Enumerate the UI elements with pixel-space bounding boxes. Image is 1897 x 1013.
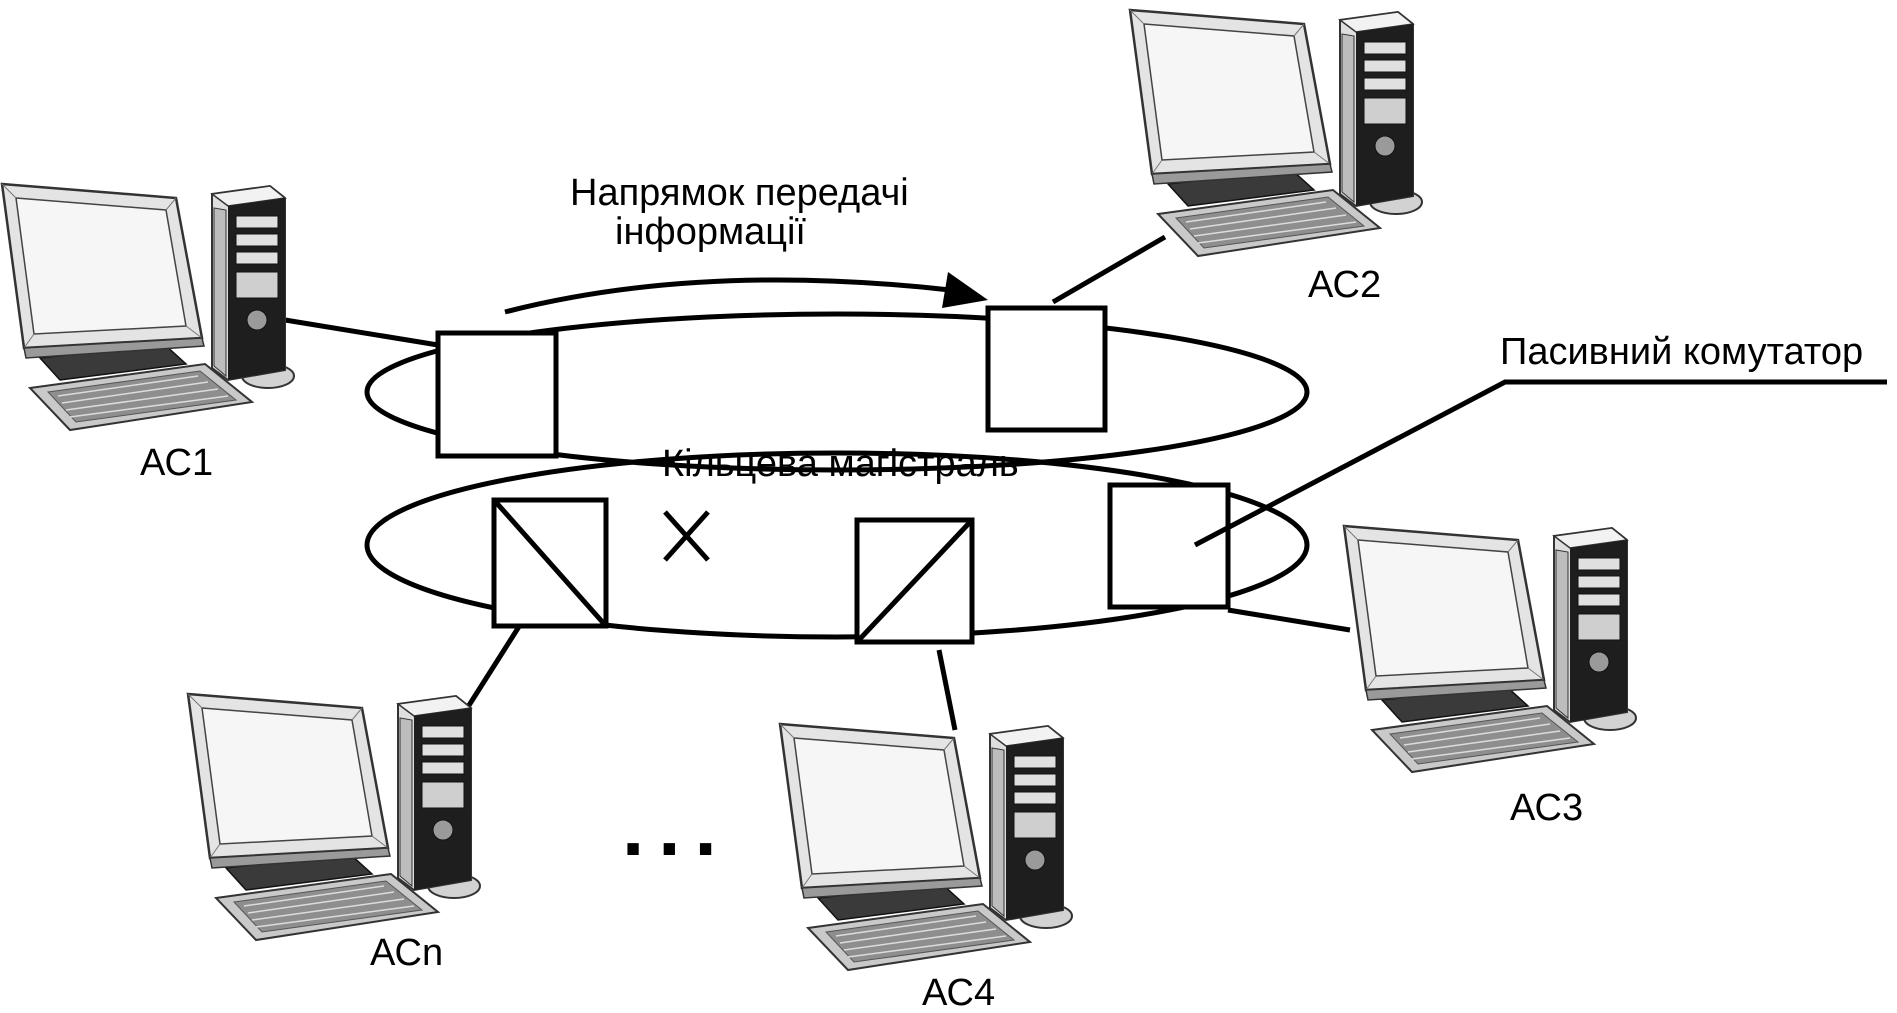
direction-label-line2: інформації	[615, 211, 806, 253]
ring-upper	[364, 311, 1310, 473]
computer-ac3	[1342, 524, 1638, 774]
link-acn	[463, 623, 523, 712]
computer-ac1	[0, 182, 296, 432]
ring-trunk	[364, 311, 1310, 640]
link-ac2	[1051, 234, 1167, 305]
switch-ac3-passive	[1107, 482, 1231, 610]
station-label-ac4: АС4	[922, 972, 995, 1013]
computer-ac4	[778, 722, 1074, 972]
station-label-ac3: АС3	[1510, 787, 1583, 829]
direction-label-line1: Напрямок передачі	[570, 172, 909, 214]
station-label-acn: АСn	[370, 932, 443, 974]
station-label-ac2: АС2	[1308, 264, 1381, 306]
direction-arrow	[504, 272, 988, 315]
link-ac3	[1227, 607, 1351, 633]
switch-acn	[491, 497, 609, 629]
computer-acn	[186, 692, 482, 942]
switch-ac4	[854, 517, 975, 645]
ring-lower	[364, 450, 1310, 640]
ring-label: Кільцева магістраль	[662, 443, 1019, 485]
switch-ac2	[985, 305, 1108, 433]
link-ac1	[284, 317, 439, 348]
break-mark	[663, 510, 710, 562]
computer-ac2	[1128, 8, 1424, 258]
passive-switch-leader	[1193, 379, 1887, 548]
ellipsis-label: ...	[622, 783, 731, 872]
passive-switch-label: Пасивний комутатор	[1500, 331, 1863, 373]
station-label-ac1: АС1	[140, 442, 213, 484]
switch-ac1	[435, 330, 559, 459]
switches	[435, 305, 1231, 645]
station-links	[284, 234, 1351, 731]
link-ac4	[936, 649, 958, 731]
